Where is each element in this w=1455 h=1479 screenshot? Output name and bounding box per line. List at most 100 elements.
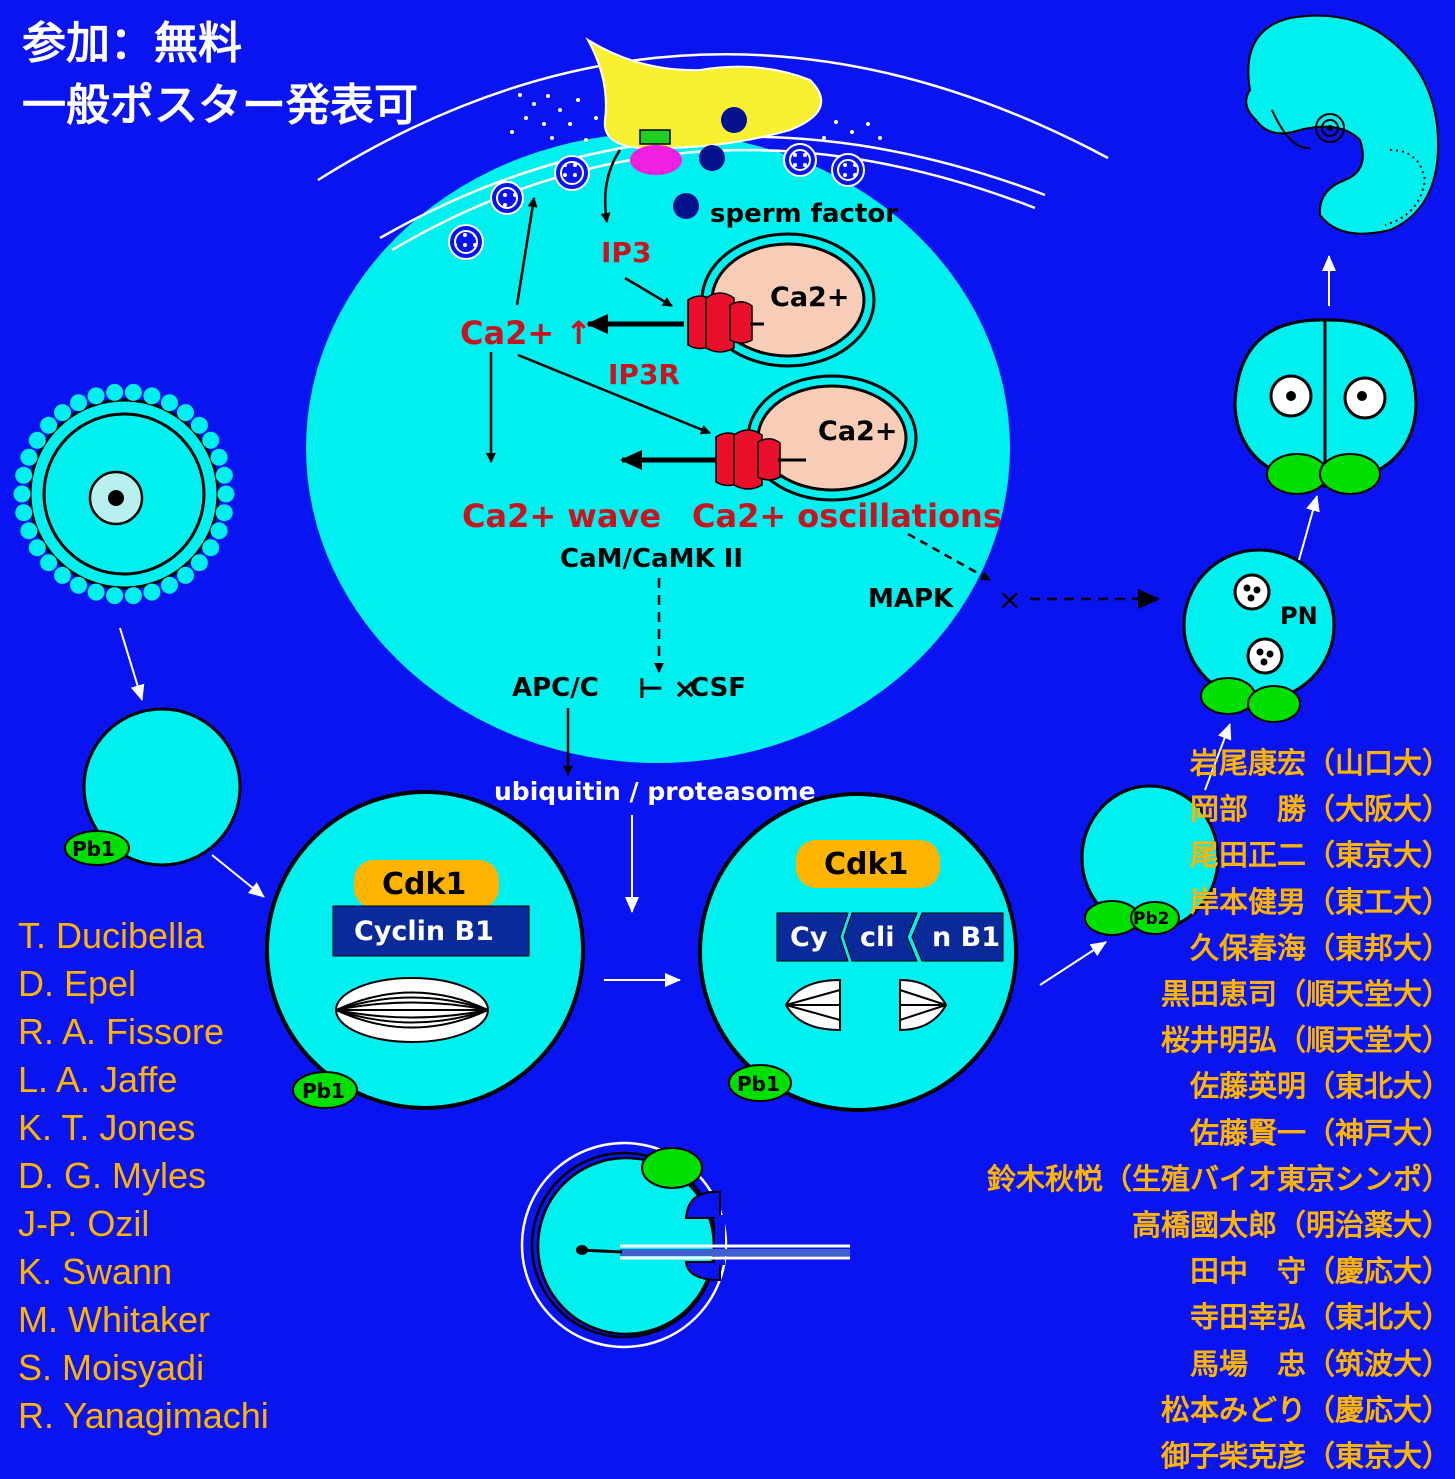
foreign-speaker-name: R. A. Fissore [18, 1011, 225, 1052]
cumulus-cell [210, 522, 228, 540]
ip3r-label: IP3R [608, 358, 680, 391]
japanese-speaker-name: 尾田正二（東京大） [1189, 838, 1451, 873]
follicle-oocyte [13, 383, 235, 605]
apc-inhibit-mark: ⊢ × [638, 672, 697, 705]
arrow-to-pb2 [1039, 941, 1107, 986]
cumulus-cell [87, 387, 105, 405]
cumulus-cell [143, 387, 161, 405]
mapk-inhibit-mark: × [998, 583, 1021, 616]
foreign-speaker-name: S. Moisyadi [18, 1347, 205, 1388]
spindle-b [784, 978, 948, 1032]
cumulus-cell [217, 485, 235, 503]
japanese-speaker-name: 寺田幸弘（東北大） [1189, 1300, 1451, 1335]
ca-rise-label: Ca2+ ↑ [460, 314, 592, 352]
cumulus-cell [70, 576, 87, 594]
store-1-label: Ca2+ [770, 282, 849, 313]
ca-wave-label: Ca2+ wave [462, 497, 661, 535]
ip3-receptor-1 [687, 292, 764, 353]
cumulus-cell [124, 587, 142, 605]
header-line-1: 参加：無料 [22, 18, 242, 69]
cumulus-cell [40, 554, 58, 572]
spindle-a [335, 977, 489, 1043]
japanese-speaker-name: 岡部 勝（大阪大） [1189, 792, 1451, 827]
cumulus-cell [54, 404, 71, 422]
japanese-speaker-name: 桜井明弘（順天堂大） [1160, 1023, 1451, 1058]
cumulus-cell [70, 394, 87, 412]
foreign-speaker-name: M. Whitaker [18, 1299, 211, 1340]
sperm-head [585, 37, 823, 219]
japanese-speaker-name: 御子柴克彦（東京大） [1160, 1439, 1451, 1474]
foreign-speaker-name: R. Yanagimachi [18, 1395, 269, 1436]
header-line-2: 一般ポスター発表可 [22, 80, 418, 131]
pb1-a-label: Pb1 [302, 1079, 345, 1103]
foreign-speaker-name: D. G. Myles [18, 1155, 207, 1196]
foreign-speaker-name: K. T. Jones [18, 1107, 196, 1148]
cumulus-cell [54, 566, 71, 584]
arrow-follicle-to-egg [119, 627, 145, 701]
japanese-speaker-name: 佐藤英明（東北大） [1189, 1069, 1451, 1104]
japanese-speaker-name: 岩尾康宏（山口大） [1189, 746, 1451, 780]
ip3-receptor-2 [715, 429, 806, 490]
cumulus-cell [215, 504, 233, 522]
sperm-factor-label: sperm factor [710, 199, 898, 229]
ca-oscillations-label: Ca2+ oscillations [692, 497, 1002, 535]
japanese-speaker-name: 黒田恵司（順天堂大） [1160, 977, 1451, 1012]
japanese-speaker-name: 岸本健男（東工大） [1189, 884, 1451, 919]
cumulus-cell [87, 583, 105, 601]
cdk1-b: Cdk1 [824, 847, 908, 882]
apc-label: APC/C [512, 673, 599, 703]
japanese-speaker-name: 馬場 忠（筑波大） [1189, 1346, 1451, 1381]
cumulus-cell [20, 448, 38, 466]
cdk1-a: Cdk1 [382, 867, 466, 902]
cumulus-cell [161, 576, 178, 594]
pb1-b-label: Pb1 [737, 1072, 780, 1096]
pronuclear-egg: PN [1182, 548, 1336, 723]
signal-arrows [486, 149, 1160, 776]
cumulus-cell [202, 431, 220, 449]
foreign-speaker-name: K. Swann [18, 1251, 173, 1292]
cumulus-cell [177, 404, 194, 422]
mii-egg-small: Pb1 [64, 707, 242, 867]
cumulus-cell [202, 539, 220, 557]
camk-label: CaM/CaMK II [560, 544, 743, 574]
arrow-to-mii [211, 854, 265, 898]
cyclin-fragment-1: Cy [790, 922, 828, 953]
ubiquitin-label: ubiquitin / proteasome [494, 777, 816, 806]
cumulus-cell [15, 466, 33, 484]
ip3-label: IP3 [601, 236, 651, 269]
japanese-speaker-name: 松本みどり（慶応大） [1160, 1392, 1451, 1427]
cyclin-fragment-3: n B1 [932, 922, 1000, 953]
mii-egg: Cdk1 Cyclin B1 Pb1 [265, 790, 585, 1110]
cumulus-cell [124, 383, 142, 401]
mapk-label: MAPK [868, 584, 954, 614]
japanese-speakers-list: 岩尾康宏（山口大） 岡部 勝（大阪大） 尾田正二（東京大） 岸本健男（東工大） 久保春海… [987, 740, 1451, 1479]
cumulus-cell [177, 566, 194, 584]
cumulus-cell [13, 485, 31, 503]
foreign-speaker-name: L. A. Jaffe [18, 1059, 178, 1100]
icsi-oocyte [520, 1141, 850, 1349]
pn-label: PN [1280, 602, 1318, 630]
cortical-granules [448, 143, 865, 260]
cumulus-cell [210, 448, 228, 466]
cumulus-cell [40, 416, 58, 434]
japanese-speaker-name: 久保春海（東邦大） [1189, 930, 1451, 965]
japanese-speaker-name: 田中 守（慶応大） [1189, 1254, 1451, 1289]
store-2-label: Ca2+ [818, 416, 897, 447]
arrow-to-2cell [1298, 495, 1320, 561]
cumulus-cell [20, 522, 38, 540]
cumulus-cell [106, 587, 124, 605]
pb2-label: Pb2 [1133, 909, 1169, 929]
cumulus-cell [28, 431, 46, 449]
fetus-embryo [1245, 14, 1440, 235]
cyclin-fragment-2: cli [860, 922, 895, 953]
exocytosed-dots [510, 93, 882, 142]
cumulus-cell [15, 504, 33, 522]
anaphase-egg: Cdk1 Cy cli n B1 Pb1 [698, 792, 1018, 1112]
csf-label: CSF [690, 673, 746, 703]
foreign-speaker-name: J-P. Ozil [18, 1203, 150, 1244]
foreign-speaker-name: D. Epel [18, 963, 137, 1004]
cumulus-cell [106, 383, 124, 401]
cumulus-cell [190, 554, 208, 572]
cumulus-cell [161, 394, 178, 412]
